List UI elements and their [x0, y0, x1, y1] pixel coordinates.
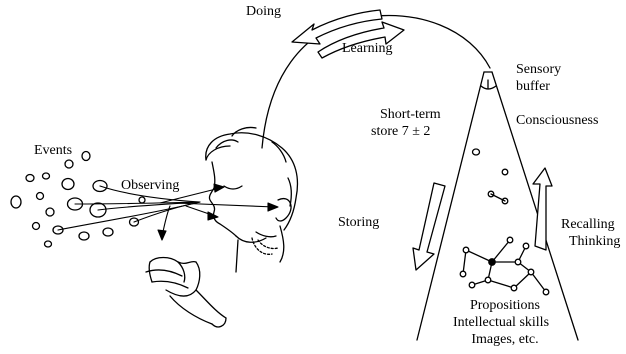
- storing-label: Storing: [338, 215, 379, 231]
- intellectual-skills-label: Intellectual skills: [436, 315, 566, 331]
- thinking-label: Thinking: [569, 234, 620, 250]
- observing-label: Observing: [121, 178, 179, 194]
- recalling-label: Recalling: [561, 217, 615, 233]
- storing-arrow: [413, 183, 445, 270]
- doing-label: Doing: [246, 4, 281, 20]
- sensory-buffer-label-1: Sensory: [516, 62, 561, 78]
- consciousness-label: Consciousness: [516, 113, 598, 129]
- sensory-buffer-label-2: buffer: [516, 79, 550, 95]
- short-term-store-label-2: store 7 ± 2: [371, 124, 430, 140]
- memory-nodes: [473, 149, 508, 204]
- images-label: Images, etc.: [450, 332, 560, 348]
- hand-drawing: [146, 258, 226, 327]
- head-drawing: [206, 127, 298, 272]
- learning-label: Learning: [342, 41, 393, 57]
- events-label: Events: [34, 143, 72, 159]
- event-circles: [11, 152, 145, 248]
- short-term-store-label-1: Short-term: [380, 107, 441, 123]
- propositions-label: Propositions: [450, 298, 560, 314]
